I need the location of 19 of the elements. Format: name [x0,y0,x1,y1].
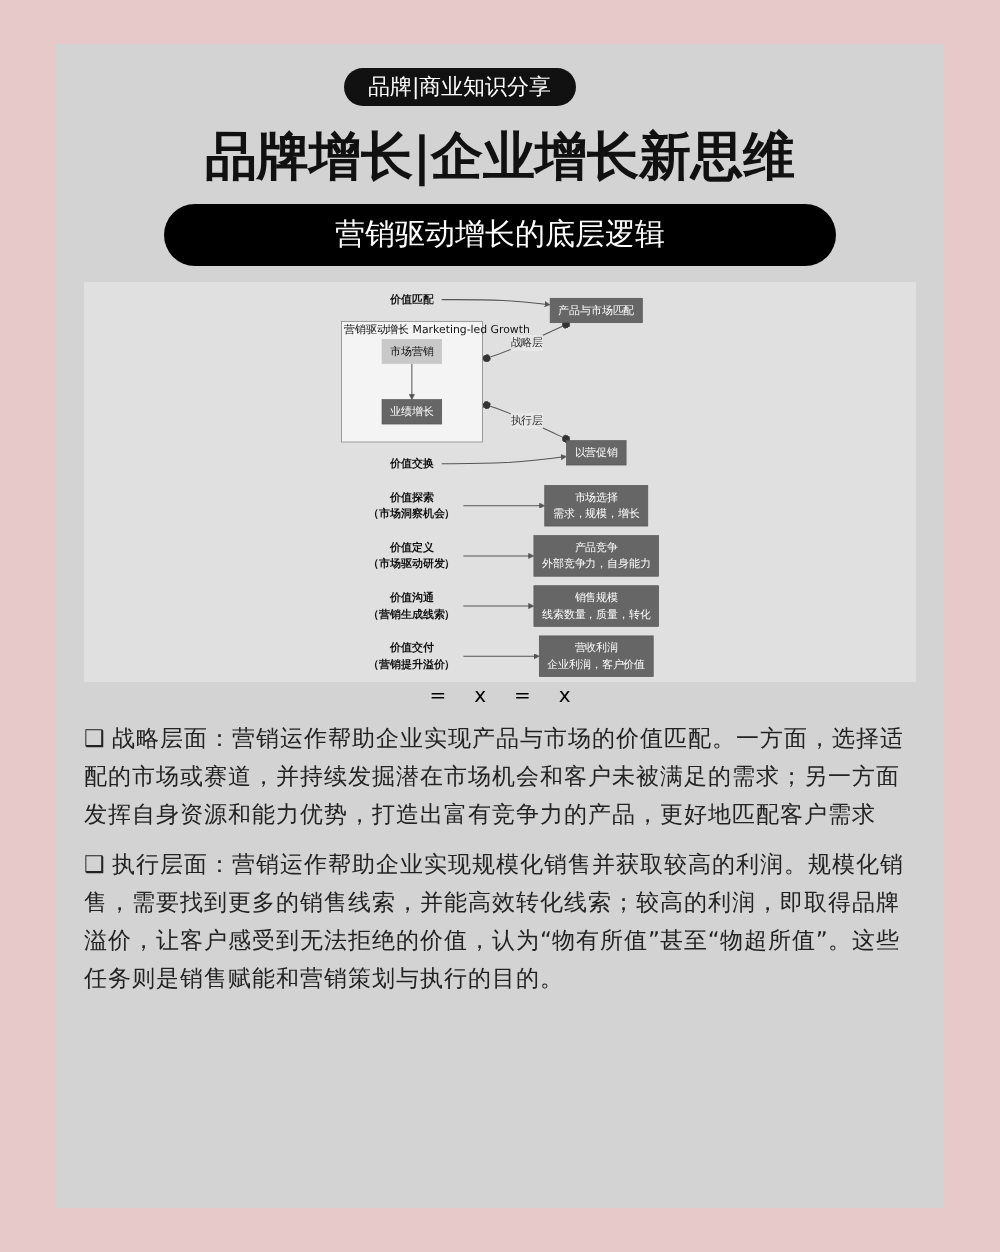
arrow [441,454,567,465]
cluster [341,321,483,443]
operator-sign: = [429,686,447,708]
arrow [462,502,545,509]
arrow [462,653,540,660]
connector [481,401,571,443]
subtitle-banner: 营销驱动增长的底层逻辑 [164,204,836,266]
arrow [408,363,415,400]
tagline-badge: 品牌|商业知识分享 [344,68,576,106]
operator-sign: x [558,686,571,708]
arrow [441,299,551,308]
operator-sign: = [514,686,531,708]
arrow [462,603,535,610]
paragraph: ❑ 战略层面：营销运作帮助企业实现产品与市场的价值匹配。一方面，选择适配的市场或赛道，并持续发掘潜在市场机会和客户未被满足的需求；另一方面发挥自身资源和能力优势，打造出富有竞争力的产品，更好地匹配客户需求 [84,722,906,832]
connector [481,320,571,363]
title: 品牌增长|企业增长新思维 [202,126,798,192]
arrow [462,552,535,559]
paragraph: ❑ 执行层面：营销运作帮助企业实现规模化销售并获取较高的利润。规模化销售，需要找到更多的销售线索，并能高效转化线索；较高的利润，即取得品牌溢价，让客户感受到无法拒绝的价值，认为“物有所值”甚至“物超所值”。这些任务则是销售赋能和营销策划与执行的目的。 [84,848,906,996]
operator-sign: x [474,686,486,708]
